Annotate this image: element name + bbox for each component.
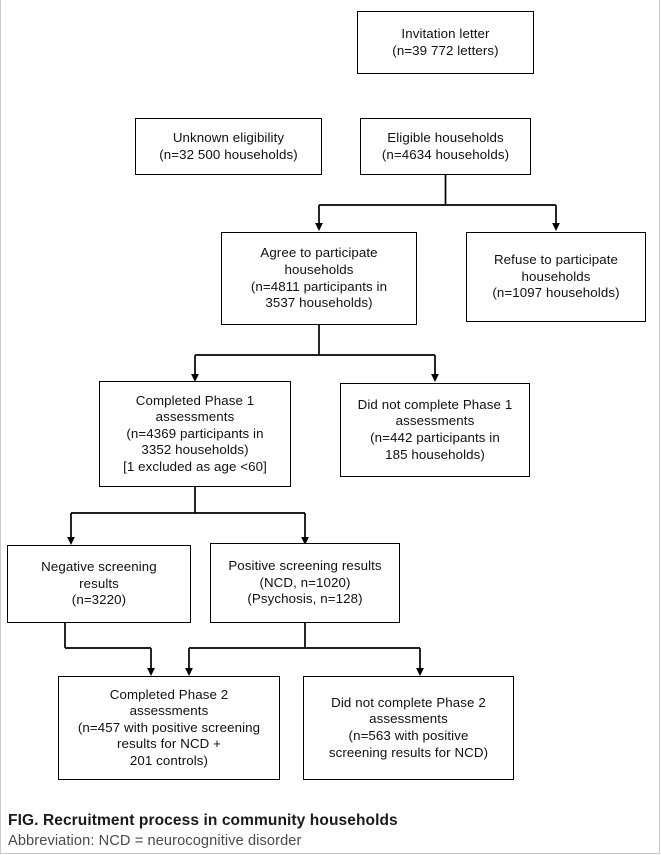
node-text-line: households xyxy=(521,268,591,284)
node-unknown-eligibility: Unknown eligibility(n=32 500 households) xyxy=(135,118,322,175)
node-text-line: 185 households) xyxy=(385,446,485,462)
node-text-line: (n=32 500 households) xyxy=(159,146,298,162)
node-text-line: results xyxy=(79,575,119,591)
node-text-line: (NCD, n=1020) xyxy=(259,574,351,590)
node-text: Unknown eligibility(n=32 500 households) xyxy=(140,130,317,163)
node-text-line: Completed Phase 2 xyxy=(109,686,229,702)
node-text: Invitation letter(n=39 772 letters) xyxy=(362,26,529,59)
node-text-line: Agree to participate xyxy=(260,245,378,261)
figure-caption: FIG. Recruitment process in community ho… xyxy=(8,812,648,849)
node-text-line: 3537 households) xyxy=(265,295,373,311)
node-text-line: (n=4811 participants in xyxy=(250,278,388,294)
node-text-line: screening results for NCD) xyxy=(328,744,489,760)
node-text-line: (n=4634 households) xyxy=(381,146,510,162)
node-text-line: households xyxy=(284,261,354,277)
node-text: Positive screening results(NCD, n=1020)(… xyxy=(215,558,395,608)
node-text-line: (n=563 with positive xyxy=(348,728,469,743)
node-text-line: [1 excluded as age <60] xyxy=(123,458,267,474)
caption-title: FIG. Recruitment process in community ho… xyxy=(8,812,398,829)
node-text-line: assessments xyxy=(155,409,235,425)
node-text-line: 201 controls) xyxy=(129,752,209,768)
node-text-line: assessments xyxy=(369,711,448,727)
node-invitation-letter: Invitation letter(n=39 772 letters) xyxy=(357,11,534,74)
node-text-line: results for NCD + xyxy=(116,736,222,752)
node-text-line: Unknown eligibility xyxy=(172,129,285,145)
node-eligible-households: Eligible households(n=4634 households) xyxy=(360,118,531,175)
caption-abbreviation: Abbreviation: NCD = neurocognitive disor… xyxy=(8,833,302,849)
node-text: Eligible households(n=4634 households) xyxy=(365,130,526,163)
node-text-line: Negative screening xyxy=(41,559,157,575)
node-text-line: Completed Phase 1 xyxy=(135,392,255,408)
node-text-line: Did not complete Phase 2 xyxy=(331,694,486,710)
node-positive-screening-results: Positive screening results(NCD, n=1020)(… xyxy=(210,543,400,623)
node-text-line: Positive screening results xyxy=(228,558,382,574)
node-text-line: assessments xyxy=(129,703,209,719)
node-text-line: (n=4369 participants in xyxy=(126,425,264,441)
node-text-line: Eligible households xyxy=(387,129,504,145)
node-text-line: (n=3220) xyxy=(71,592,127,608)
node-text-line: (n=442 participants in xyxy=(370,430,500,445)
node-text-line: Refuse to participate xyxy=(493,252,619,268)
node-text-line: Invitation letter xyxy=(401,25,490,41)
node-text-line: assessments xyxy=(395,413,475,429)
node-text-line: (n=39 772 letters) xyxy=(392,42,499,58)
node-text-line: 3352 households) xyxy=(141,442,249,458)
node-text-line: (n=1097 households) xyxy=(492,285,620,301)
node-text-line: (n=457 with positive screening xyxy=(77,719,261,735)
node-text-line: (Psychosis, n=128) xyxy=(247,591,363,607)
node-text-line: Did not complete Phase 1 xyxy=(357,396,513,412)
